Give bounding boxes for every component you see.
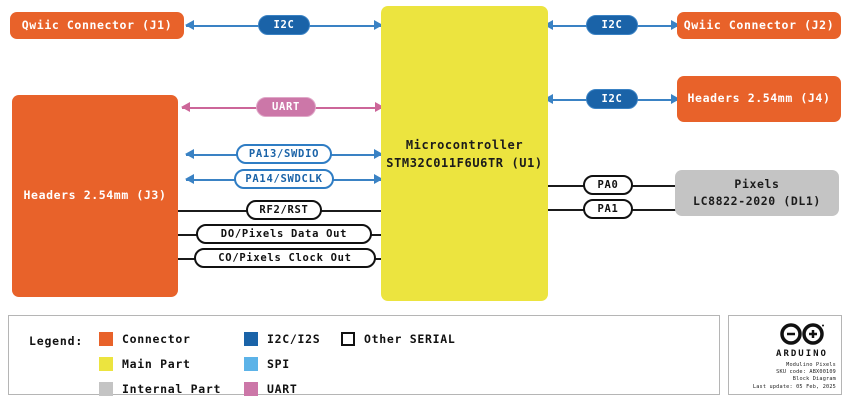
legend-label-other-serial: Other SERIAL [364,332,456,346]
signal-label: I2C [273,19,295,31]
legend-item-uart: UART [244,382,298,396]
arrowhead-i2c-j1-left [185,19,194,30]
arrowhead-uart-left [181,101,190,112]
arrowhead-swdio-right [374,148,383,159]
legend-swatch-i2c-i2s [244,332,258,346]
signal-pill-pa0[interactable]: PA0 [583,175,633,195]
legend-title: Legend: [29,334,84,348]
signal-pill-swdclk[interactable]: PA14/SWDCLK [234,169,334,189]
signal-label: UART [271,101,301,113]
block-label: Qwiic Connector (J2) [683,17,835,32]
legend-label-uart: UART [267,382,298,396]
legend-item-i2c-i2s: I2C/I2S [244,332,320,346]
block-pixels-dl1[interactable]: Pixels LC8822-2020 (DL1) [675,170,839,216]
credit-panel: ARDUINO Modulino Pixels SKU code: ABX001… [728,315,842,395]
arrowhead-i2c-j2-right [671,19,680,30]
arduino-wordmark: ARDUINO [776,349,828,359]
legend-label-spi: SPI [267,357,290,371]
block-headers-j4[interactable]: Headers 2.54mm (J4) [677,76,841,122]
signal-pill-data-out[interactable]: DO/Pixels Data Out [196,224,372,244]
block-qwiic-connector-j1[interactable]: Qwiic Connector (J1) [10,12,184,39]
legend-item-internal-part: Internal Part [99,382,221,396]
signal-pill-pa1[interactable]: PA1 [583,199,633,219]
legend-swatch-internal-part [99,382,113,396]
legend-label-i2c-i2s: I2C/I2S [267,332,321,346]
credit-product: Modulino Pixels [786,362,836,368]
legend-item-spi: SPI [244,357,290,371]
arrowhead-i2c-j1-right [374,19,383,30]
block-headers-j3[interactable]: Headers 2.54mm (J3) [12,95,178,297]
block-qwiic-connector-j2[interactable]: Qwiic Connector (J2) [677,12,841,39]
legend-item-connector: Connector [99,332,191,346]
arrowhead-swdclk-right [374,173,383,184]
credit-last-update: Last update: 05 Feb, 2025 [752,383,836,390]
signal-label: PA13/SWDIO [248,148,320,160]
signal-pill-i2c-j1[interactable]: I2C [258,15,310,35]
legend-swatch-other-serial [341,332,355,346]
block-label: Qwiic Connector (J1) [21,17,173,32]
legend-panel: Legend: Connector Main Part Internal Par… [8,315,720,396]
block-label-line1: Pixels [734,176,780,191]
block-label-line2: LC8822-2020 (DL1) [693,194,821,208]
legend-item-main-part: Main Part [99,357,191,371]
arrowhead-i2c-j4-left [544,93,553,104]
signal-pill-uart[interactable]: UART [256,97,316,117]
block-label-line1: Microcontroller [405,137,524,152]
block-label: Headers 2.54mm (J4) [687,91,831,106]
signal-pill-swdio[interactable]: PA13/SWDIO [236,144,332,164]
signal-pill-i2c-j2[interactable]: I2C [586,15,638,35]
block-label: Headers 2.54mm (J3) [23,188,167,203]
credit-metadata: Modulino Pixels SKU code: ABX00109 Block… [753,362,836,391]
arrowhead-i2c-j2-left [544,19,553,30]
signal-pill-rst[interactable]: RF2/RST [246,200,322,220]
signal-label: I2C [601,19,623,31]
credit-sku: SKU code: ABX00109 [776,369,836,376]
arrowhead-i2c-j4-right [671,93,680,104]
legend-swatch-main-part [99,357,113,371]
legend-swatch-uart [244,382,258,396]
arrowhead-swdio-left [185,148,194,159]
arduino-infinity-icon [780,323,824,345]
block-label-line2: STM32C011F6U6TR (U1) [386,155,543,170]
signal-label: CO/Pixels Clock Out [218,252,352,264]
credit-doc-type: Block Diagram [792,376,836,383]
arrowhead-uart-right [375,101,384,112]
signal-label: RF2/RST [259,204,309,216]
arrowhead-swdclk-left [185,173,194,184]
signal-pill-clock-out[interactable]: CO/Pixels Clock Out [194,248,376,268]
legend-label-connector: Connector [122,332,191,346]
legend-label-internal-part: Internal Part [122,382,222,396]
signal-pill-i2c-j4[interactable]: I2C [586,89,638,109]
legend-item-other-serial: Other SERIAL [341,332,455,346]
legend-swatch-connector [99,332,113,346]
legend-swatch-spi [244,357,258,371]
arduino-logo: ARDUINO [769,322,835,359]
legend-label-main-part: Main Part [122,357,191,371]
signal-label: PA14/SWDCLK [245,173,323,185]
signal-label: I2C [601,93,623,105]
signal-label: PA0 [597,179,619,191]
signal-label: DO/Pixels Data Out [220,228,348,240]
block-microcontroller-u1[interactable]: Microcontroller STM32C011F6U6TR (U1) [381,6,548,301]
signal-label: PA1 [597,203,619,215]
